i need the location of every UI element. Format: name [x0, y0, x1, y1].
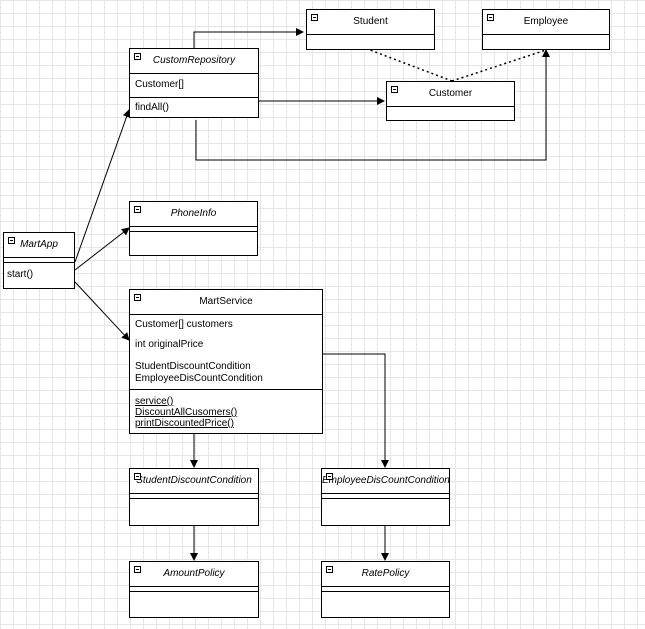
- attributes-section: [4, 258, 74, 263]
- method: start(): [7, 269, 34, 280]
- attributes-section: [130, 587, 258, 592]
- methods-section: findAll(): [130, 98, 258, 114]
- attributes-section: Customer[] customers int originalPrice S…: [130, 315, 322, 390]
- class-header: MartApp: [4, 233, 74, 258]
- methods-section: start(): [4, 263, 74, 281]
- class-title: AmountPolicy: [163, 568, 225, 579]
- class-title: EmployeeDisCountCondition: [322, 475, 450, 486]
- attribute: Customer[]: [135, 79, 184, 90]
- class-header: Employee: [483, 10, 609, 35]
- class-header: Customer: [387, 82, 514, 107]
- collapse-icon[interactable]: [134, 473, 141, 480]
- class-title: PhoneInfo: [170, 208, 217, 219]
- attributes-section: [322, 587, 449, 592]
- class-header: StudentDiscountCondition: [130, 469, 258, 494]
- edge-customer-student-dotted[interactable]: [369, 49, 453, 82]
- method: printDiscountedPrice(): [135, 418, 234, 429]
- attribute: Customer[] customers: [135, 319, 233, 330]
- attributes-section: [130, 227, 257, 232]
- class-title: Employee: [523, 16, 569, 27]
- collapse-icon[interactable]: [326, 566, 333, 573]
- class-mart-app[interactable]: MartApp start(): [3, 232, 75, 289]
- class-rate-policy[interactable]: RatePolicy: [321, 561, 450, 618]
- method: DiscountAllCusomers(): [135, 407, 238, 418]
- methods-section: service() DiscountAllCusomers() printDis…: [130, 390, 322, 430]
- attributes-section: Customer[]: [130, 74, 258, 98]
- attributes-section: [130, 494, 258, 499]
- class-header: MartService: [130, 290, 322, 315]
- method: findAll(): [135, 102, 169, 113]
- attribute: StudentDiscountCondition: [135, 361, 251, 372]
- collapse-icon[interactable]: [8, 237, 15, 244]
- collapse-icon[interactable]: [134, 294, 141, 301]
- collapse-icon[interactable]: [487, 14, 494, 21]
- class-title: CustomRepository: [152, 55, 236, 66]
- class-header: EmployeeDisCountCondition: [322, 469, 450, 494]
- class-custom-repository[interactable]: CustomRepository Customer[] findAll(): [129, 48, 259, 118]
- class-header: AmountPolicy: [130, 562, 258, 587]
- edge-martapp-to-martservice[interactable]: [74, 281, 130, 341]
- class-header: PhoneInfo: [130, 202, 257, 227]
- edge-martservice-to-employeediscount[interactable]: [323, 353, 389, 468]
- class-header: CustomRepository: [130, 49, 258, 74]
- class-title: Student: [353, 16, 388, 27]
- edge-martapp-to-phoneinfo[interactable]: [74, 227, 130, 271]
- class-mart-service[interactable]: MartService Customer[] customers int ori…: [129, 289, 323, 434]
- class-phone-info[interactable]: PhoneInfo: [129, 201, 258, 256]
- class-student[interactable]: Student: [306, 9, 435, 50]
- class-title: StudentDiscountCondition: [136, 475, 252, 486]
- class-header: RatePolicy: [322, 562, 449, 587]
- collapse-icon[interactable]: [134, 206, 141, 213]
- attribute: int originalPrice: [135, 339, 204, 350]
- method: service(): [135, 396, 174, 407]
- class-header: Student: [307, 10, 434, 35]
- class-title: Customer: [428, 88, 473, 99]
- class-customer[interactable]: Customer: [386, 81, 515, 121]
- collapse-icon[interactable]: [391, 86, 398, 93]
- class-title: RatePolicy: [361, 568, 410, 579]
- collapse-icon[interactable]: [311, 14, 318, 21]
- edge-martapp-to-repository[interactable]: [74, 109, 131, 263]
- edge-customer-employee-dotted[interactable]: [451, 49, 547, 82]
- attribute: EmployeeDisCountCondition: [135, 373, 263, 384]
- collapse-icon[interactable]: [134, 566, 141, 573]
- collapse-icon[interactable]: [134, 53, 141, 60]
- collapse-icon[interactable]: [326, 473, 333, 480]
- class-employee-discount-condition[interactable]: EmployeeDisCountCondition: [321, 468, 450, 526]
- class-student-discount-condition[interactable]: StudentDiscountCondition: [129, 468, 259, 526]
- attributes-section: [322, 494, 449, 499]
- class-title: MartApp: [20, 239, 58, 250]
- class-title: MartService: [199, 296, 253, 307]
- class-amount-policy[interactable]: AmountPolicy: [129, 561, 259, 618]
- class-employee[interactable]: Employee: [482, 9, 610, 50]
